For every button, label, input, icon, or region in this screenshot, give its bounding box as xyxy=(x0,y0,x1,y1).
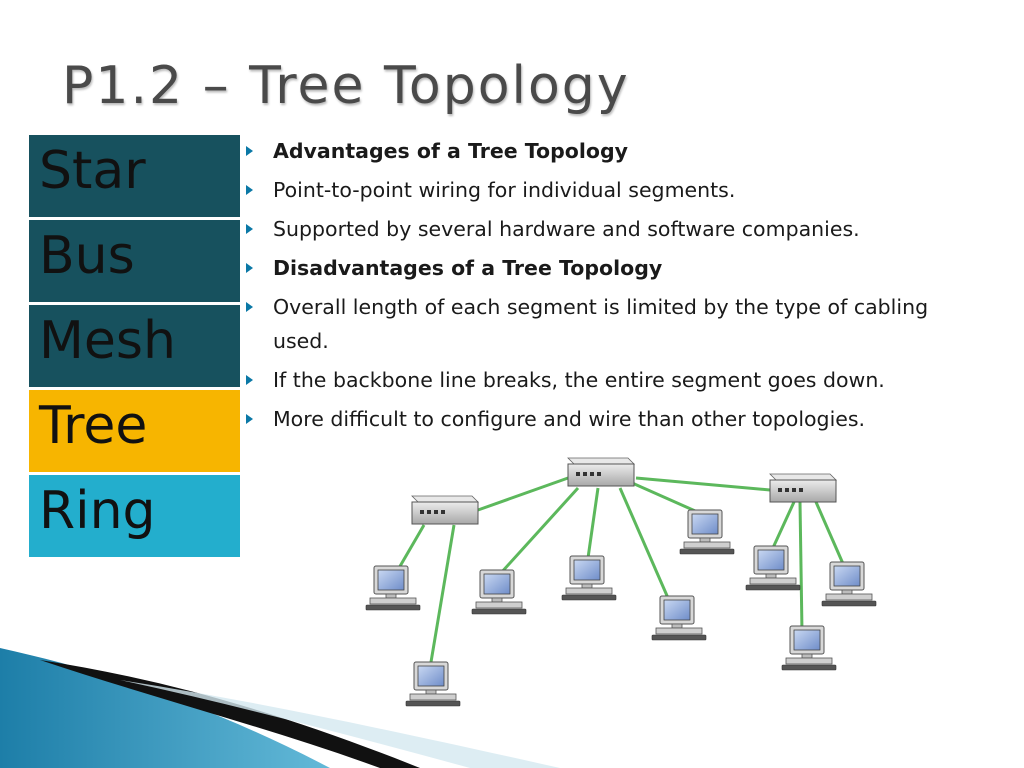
cable xyxy=(798,501,804,633)
computer-icon xyxy=(781,625,837,671)
computer-icon xyxy=(651,595,707,641)
computer-icon xyxy=(745,545,801,591)
hub-left-icon xyxy=(411,495,479,525)
bullet-arrow-icon xyxy=(246,375,253,385)
cable xyxy=(498,486,580,576)
bullet-item: Point-to-point wiring for individual seg… xyxy=(244,173,974,207)
bullet-arrow-icon xyxy=(246,414,253,424)
bullet-text: Point-to-point wiring for individual seg… xyxy=(273,178,736,202)
computer-icon xyxy=(561,555,617,601)
bullet-item: More difficult to configure and wire tha… xyxy=(244,402,974,436)
swoosh-blue-band xyxy=(0,648,330,768)
topology-item-star: Star xyxy=(29,135,240,217)
bullet-arrow-icon xyxy=(246,146,253,156)
bullet-item: If the backbone line breaks, the entire … xyxy=(244,363,974,397)
topology-item-bus: Bus xyxy=(29,220,240,302)
computer-icon xyxy=(821,561,877,607)
cable xyxy=(814,501,846,567)
hub-center-icon xyxy=(567,457,635,487)
cable-backbone-right xyxy=(635,476,771,492)
cable xyxy=(586,487,600,559)
bullet-arrow-icon xyxy=(246,224,253,234)
cable xyxy=(629,480,703,516)
computer-icon xyxy=(365,565,421,611)
bullet-item: Supported by several hardware and softwa… xyxy=(244,212,974,246)
topology-item-ring: Ring xyxy=(29,475,240,557)
bullet-item: Overall length of each segment is limite… xyxy=(244,290,974,358)
swoosh-light-band xyxy=(120,680,560,768)
swoosh-black-band xyxy=(40,660,420,768)
cable xyxy=(428,524,456,669)
bullet-text: Disadvantages of a Tree Topology xyxy=(273,256,663,280)
bullet-text: If the backbone line breaks, the entire … xyxy=(273,368,885,392)
computer-icon xyxy=(679,509,735,555)
computer-icon xyxy=(405,661,461,707)
hub-right-icon xyxy=(769,473,837,503)
slide-title: P1.2 – Tree Topology xyxy=(62,56,630,116)
bullet-item: Advantages of a Tree Topology xyxy=(244,134,974,168)
bullet-text: Advantages of a Tree Topology xyxy=(273,139,629,163)
cable xyxy=(618,487,670,599)
topology-item-tree: Tree xyxy=(29,390,240,472)
cables xyxy=(390,476,846,669)
topology-item-mesh: Mesh xyxy=(29,305,240,387)
bullet-list: Advantages of a Tree Topology Point-to-p… xyxy=(244,134,974,441)
computer-icon xyxy=(471,569,527,615)
cable xyxy=(770,501,796,551)
bullet-item: Disadvantages of a Tree Topology xyxy=(244,251,974,285)
bullet-arrow-icon xyxy=(246,263,253,273)
bullet-text: Supported by several hardware and softwa… xyxy=(273,217,860,241)
topology-list: Star Bus Mesh Tree Ring xyxy=(29,135,240,560)
cable-backbone-left xyxy=(477,476,569,512)
bullet-text: More difficult to configure and wire tha… xyxy=(273,407,866,431)
bullet-text: Overall length of each segment is limite… xyxy=(273,295,929,353)
bullet-arrow-icon xyxy=(246,185,253,195)
bullet-arrow-icon xyxy=(246,302,253,312)
